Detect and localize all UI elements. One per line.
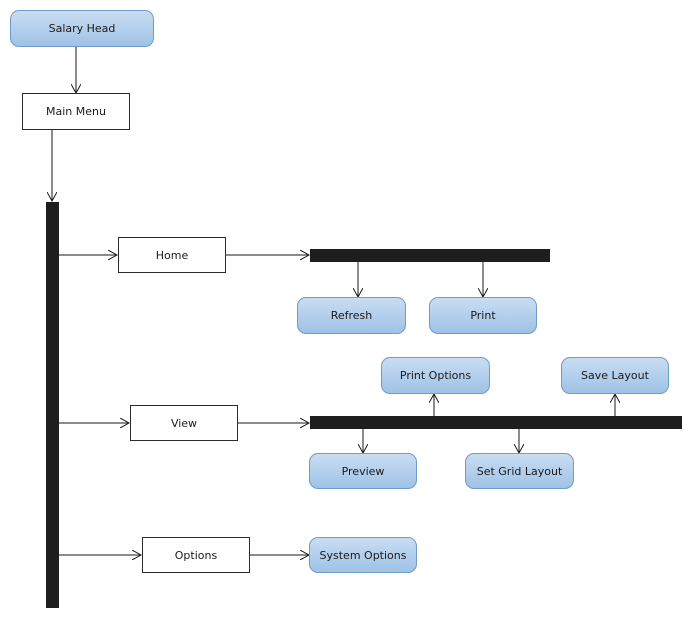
view-fork-bar <box>310 416 682 429</box>
salary-head-node[interactable]: Salary Head <box>10 10 154 47</box>
print-options-label: Print Options <box>399 369 472 382</box>
refresh-node[interactable]: Refresh <box>297 297 406 334</box>
preview-node[interactable]: Preview <box>309 453 417 489</box>
view-label: View <box>170 416 198 430</box>
system-options-label: System Options <box>319 548 407 562</box>
main-menu-label: Main Menu <box>46 105 106 118</box>
refresh-label: Refresh <box>330 309 373 322</box>
set-grid-layout-label: Set Grid Layout <box>476 464 563 478</box>
preview-label: Preview <box>341 464 385 478</box>
home-label: Home <box>155 248 189 262</box>
main-menu-node[interactable]: Main Menu <box>22 93 130 130</box>
home-fork-bar <box>310 249 550 262</box>
options-node[interactable]: Options <box>142 537 250 573</box>
print-node[interactable]: Print <box>429 297 537 334</box>
save-layout-node[interactable]: Save Layout <box>561 357 669 394</box>
set-grid-layout-node[interactable]: Set Grid Layout <box>465 453 574 489</box>
options-label: Options <box>174 548 218 562</box>
view-node[interactable]: View <box>130 405 238 441</box>
print-label: Print <box>470 309 496 322</box>
print-options-node[interactable]: Print Options <box>381 357 490 394</box>
home-node[interactable]: Home <box>118 237 226 273</box>
system-options-node[interactable]: System Options <box>309 537 417 573</box>
menu-fork-bar <box>46 202 59 608</box>
save-layout-label: Save Layout <box>581 369 649 382</box>
salary-head-label: Salary Head <box>48 22 116 35</box>
